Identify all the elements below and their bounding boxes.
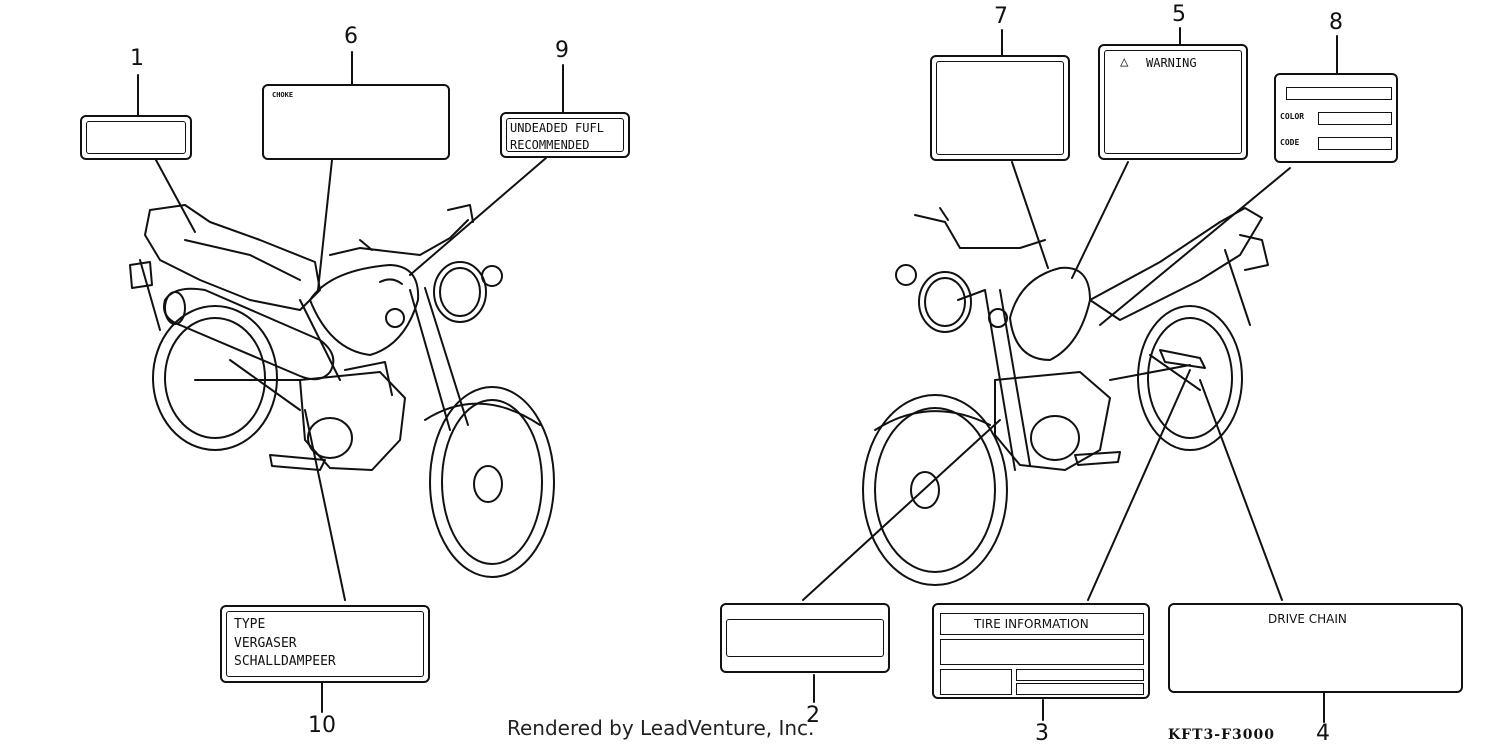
label-3-title-box <box>940 613 1144 635</box>
callout-5: 5 <box>1172 2 1186 27</box>
callout-7: 7 <box>994 4 1008 29</box>
label-9-line-2: RECOMMENDED <box>510 138 590 152</box>
render-credit: Rendered by LeadVenture, Inc. <box>507 716 815 740</box>
label-5-title: WARNING <box>1146 56 1197 70</box>
label-9-inner-frame <box>506 118 624 152</box>
label-10-line-1: TYPE <box>234 617 266 632</box>
label-5-inner-frame <box>1104 50 1242 154</box>
label-5-warning: △ WARNING <box>1098 44 1248 160</box>
label-10-type: TYPE VERGASER SCHALLDAMPEER <box>220 605 430 683</box>
label-8-field-top <box>1286 87 1392 100</box>
label-1-inner-frame <box>86 121 186 154</box>
label-6-caution: CHOKE <box>262 84 450 160</box>
label-8-color-code: COLOR CODE <box>1274 73 1398 163</box>
callout-10: 10 <box>308 713 336 738</box>
label-4-drive-chain: DRIVE CHAIN <box>1168 603 1463 693</box>
label-7-info <box>930 55 1070 161</box>
label-6-header: CHOKE <box>272 91 294 99</box>
callout-6: 6 <box>344 24 358 49</box>
label-3-row-2 <box>1016 683 1144 695</box>
label-8-color-field <box>1318 112 1392 125</box>
callout-9: 9 <box>555 38 569 63</box>
label-7-inner-frame <box>936 61 1064 155</box>
left-motorcycle-drawing <box>129 204 555 578</box>
label-9-fuel: UNDEADED FUFL RECOMMENDED <box>500 112 630 158</box>
label-2-inner-frame <box>726 619 884 657</box>
callout-2: 2 <box>806 703 820 728</box>
label-2-blank <box>720 603 890 673</box>
label-3-title: TIRE INFORMATION <box>974 617 1089 631</box>
callout-4: 4 <box>1316 721 1330 746</box>
label-1-blank <box>80 115 192 160</box>
callout-1: 1 <box>130 46 144 71</box>
label-10-line-2: VERGASER <box>234 636 297 651</box>
right-motorcycle-drawing <box>862 207 1269 586</box>
label-10-line-3: SCHALLDAMPEER <box>234 654 336 669</box>
label-3-tire-info: TIRE INFORMATION <box>932 603 1150 699</box>
label-3-small-box <box>940 669 1012 695</box>
label-8-color-label: COLOR <box>1280 112 1305 121</box>
label-3-row-1 <box>1016 669 1144 681</box>
leader-lines <box>137 27 1338 723</box>
callout-8: 8 <box>1329 10 1343 35</box>
callout-3: 3 <box>1035 721 1049 746</box>
label-9-line-1: UNDEADED FUFL <box>510 121 604 135</box>
label-8-code-field <box>1318 137 1392 150</box>
label-4-title: DRIVE CHAIN <box>1268 612 1347 626</box>
diagram-code: KFT3-F3000 <box>1168 727 1275 743</box>
label-8-code-label: CODE <box>1280 138 1300 147</box>
label-3-middle-box <box>940 639 1144 665</box>
warning-triangle-icon: △ <box>1120 54 1129 70</box>
label-10-inner-frame <box>226 611 424 677</box>
